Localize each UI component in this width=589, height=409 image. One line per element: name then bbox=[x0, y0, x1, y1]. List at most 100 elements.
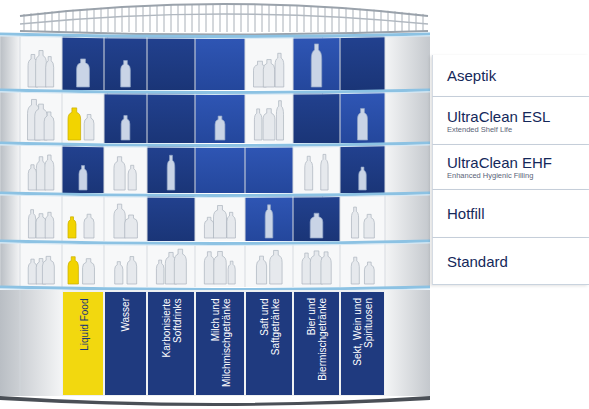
shelf-cell bbox=[385, 36, 430, 90]
cell-divider bbox=[245, 92, 246, 143]
rotated-frame: Bier und Biermischgetränke bbox=[294, 292, 339, 395]
cell-divider bbox=[340, 243, 341, 287]
shelf-cell bbox=[0, 243, 20, 287]
shelf-cell bbox=[104, 36, 147, 90]
wire bbox=[164, 5, 165, 32]
shelf-cell bbox=[62, 145, 104, 193]
wire bbox=[318, 6, 319, 32]
bottle bbox=[275, 53, 284, 87]
base-side bbox=[385, 290, 430, 396]
wire bbox=[234, 4, 235, 32]
bottle bbox=[214, 251, 226, 284]
cell-divider bbox=[195, 36, 196, 90]
wire bbox=[339, 7, 340, 32]
category-tab: Hotfill bbox=[432, 190, 589, 238]
cell-divider bbox=[147, 243, 148, 287]
wire bbox=[255, 4, 256, 32]
bottle bbox=[214, 206, 227, 238]
bottle bbox=[128, 165, 136, 190]
bottle bbox=[270, 250, 282, 284]
wire bbox=[325, 7, 326, 32]
shelf-cell bbox=[340, 195, 385, 241]
column-label: Wasser bbox=[120, 298, 131, 332]
shelf-cell bbox=[340, 92, 385, 143]
shelf-cell bbox=[340, 36, 385, 90]
beverage-column: Karbonisierte Softdrinks bbox=[148, 292, 194, 395]
cell-divider bbox=[0, 92, 1, 143]
shelf-cell bbox=[385, 243, 430, 287]
wire bbox=[269, 5, 270, 32]
base bbox=[0, 290, 430, 406]
cell-divider bbox=[293, 243, 294, 287]
rotated-frame: Liquid Food bbox=[63, 292, 103, 395]
shelf-cell bbox=[147, 92, 195, 143]
category-tab: UltraClean ESLExtended Shelf Life bbox=[432, 97, 589, 145]
bottle bbox=[228, 261, 235, 284]
ring-highlight bbox=[0, 92, 430, 95]
beverage-column: Liquid Food bbox=[63, 292, 103, 395]
rotated-frame: Sekt, Wein und Spirituosen bbox=[341, 292, 384, 395]
shelf-cell bbox=[20, 145, 62, 193]
bottle bbox=[263, 60, 274, 87]
shelf-cell bbox=[104, 92, 147, 143]
shelf-cell bbox=[293, 145, 340, 193]
wire bbox=[66, 10, 67, 32]
cell-divider bbox=[340, 92, 341, 143]
bottle bbox=[263, 109, 275, 140]
bottle bbox=[125, 215, 138, 238]
tab-label: UltraClean ESL bbox=[447, 108, 583, 125]
bottle bbox=[68, 257, 78, 284]
wire bbox=[94, 8, 95, 32]
wire bbox=[297, 5, 298, 32]
column-label: Saft und Saftgetränke bbox=[258, 298, 280, 389]
tab-label: Aseptik bbox=[447, 67, 583, 84]
wire bbox=[360, 9, 361, 32]
cell-divider bbox=[340, 195, 341, 241]
wire bbox=[290, 5, 291, 32]
cell-divider bbox=[104, 145, 105, 193]
cell-divider bbox=[293, 145, 294, 193]
wire bbox=[374, 10, 375, 32]
shelf-cell bbox=[104, 145, 147, 193]
shelf-cell bbox=[147, 145, 195, 193]
bottle bbox=[310, 213, 323, 238]
ring-lines bbox=[0, 34, 430, 292]
cell-divider bbox=[20, 243, 21, 287]
bottle bbox=[114, 204, 125, 238]
shelf-cell bbox=[62, 195, 104, 241]
wire bbox=[143, 6, 144, 32]
bottle bbox=[215, 116, 225, 140]
bottle bbox=[357, 108, 367, 140]
wire bbox=[150, 5, 151, 32]
cell-divider bbox=[104, 92, 105, 143]
cell-divider bbox=[293, 92, 294, 143]
shelf-cell bbox=[62, 243, 104, 287]
bottle bbox=[79, 166, 87, 190]
beverage-column: Saft und Saftgetränke bbox=[246, 292, 292, 395]
bottle bbox=[84, 214, 94, 238]
cell-divider bbox=[195, 92, 196, 143]
column-label: Bier und Biermischgetränke bbox=[306, 298, 328, 389]
tab-sublabel: Enhanced Hygienic Filling bbox=[447, 171, 583, 180]
cell-divider bbox=[62, 145, 63, 193]
shelf-cell bbox=[293, 36, 340, 90]
wire bbox=[87, 9, 88, 32]
wire bbox=[115, 7, 116, 32]
cell-divider bbox=[62, 243, 63, 287]
shelf-cell bbox=[385, 145, 430, 193]
cell-divider bbox=[245, 243, 246, 287]
cell-divider bbox=[340, 36, 341, 90]
shelf-cells bbox=[0, 36, 430, 287]
cell-divider bbox=[104, 243, 105, 287]
wire bbox=[199, 4, 200, 32]
cell-divider bbox=[245, 145, 246, 193]
cell-divider bbox=[0, 36, 1, 90]
bottle bbox=[42, 256, 54, 284]
wire bbox=[185, 4, 186, 32]
wire bbox=[206, 4, 207, 32]
shelf-cell bbox=[293, 92, 340, 143]
tab-label: Standard bbox=[447, 253, 583, 270]
shelf-cell bbox=[20, 36, 62, 90]
cell-divider bbox=[0, 195, 1, 241]
beverage-column: Wasser bbox=[105, 292, 146, 395]
